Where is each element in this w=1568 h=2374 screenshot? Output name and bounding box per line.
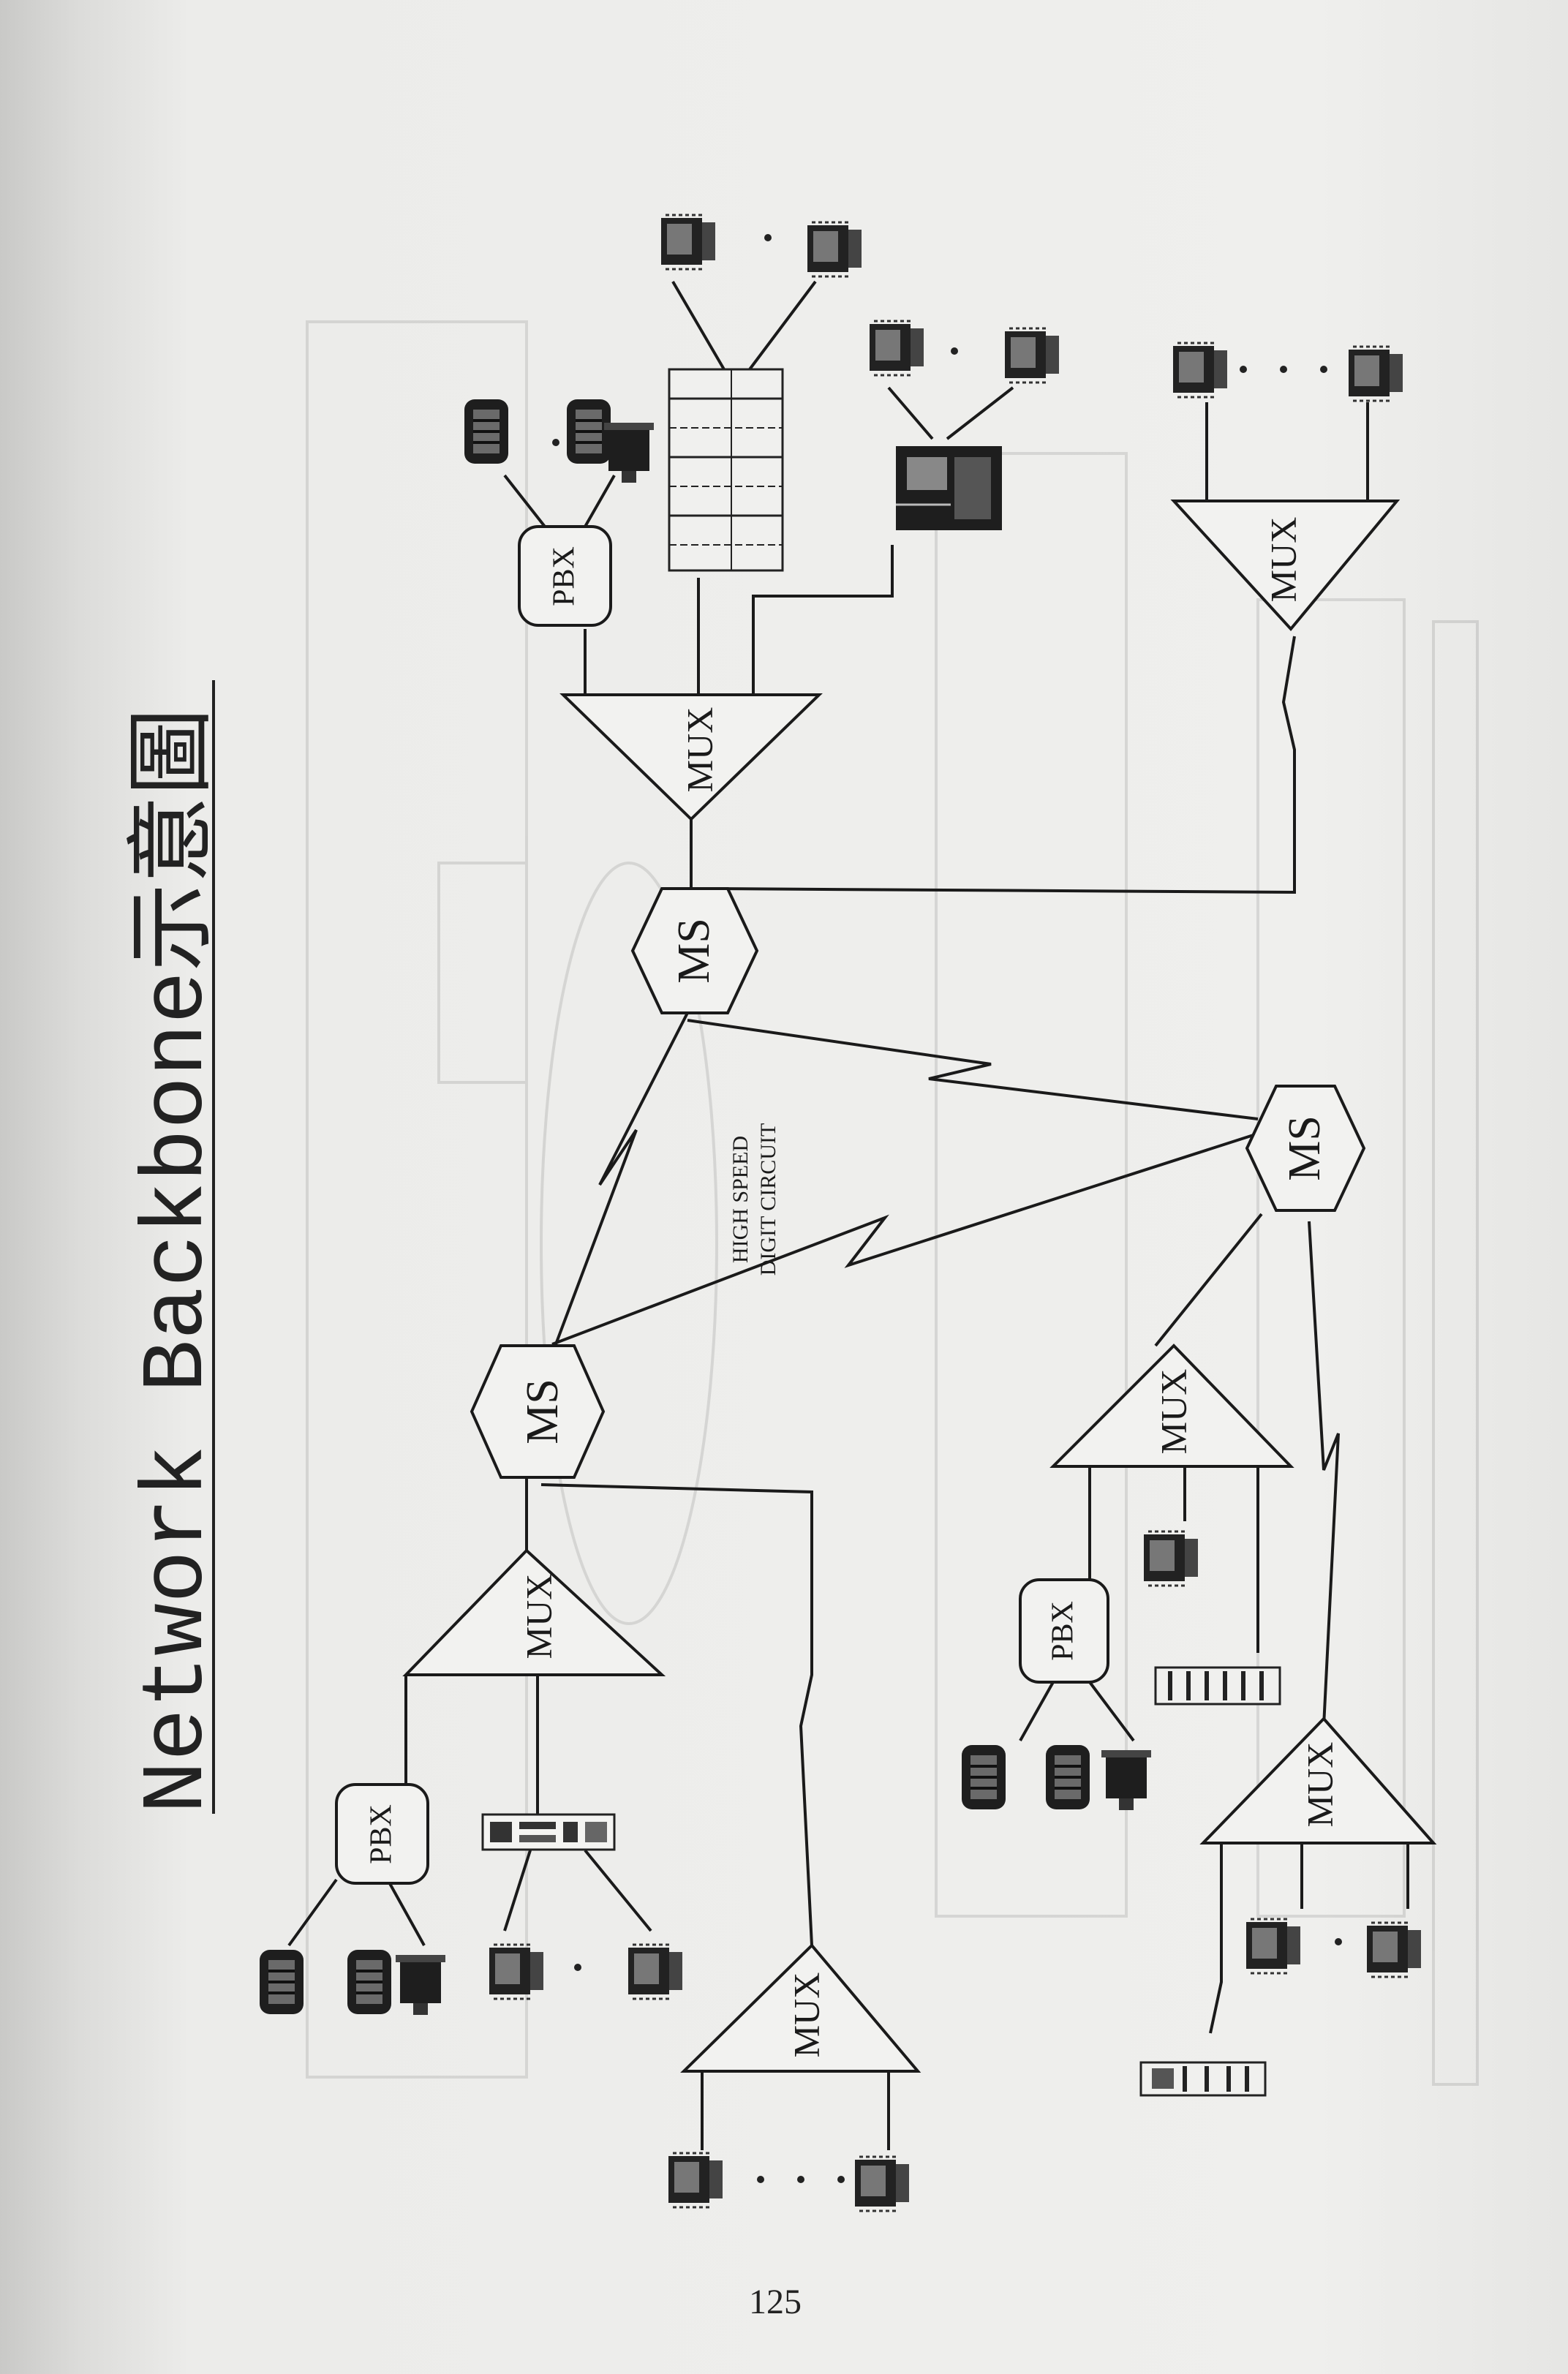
terminal-icon xyxy=(488,1943,545,2000)
printer-icon xyxy=(1139,2061,1267,2097)
network-links xyxy=(287,280,1409,2150)
terminal-icon xyxy=(853,2155,911,2212)
terminal-icon xyxy=(1172,342,1229,399)
link-mux-right-bottom-printer xyxy=(1209,1843,1223,2034)
pbx-label: PBX xyxy=(365,1804,399,1864)
telephone-icon xyxy=(463,398,510,465)
terminal-icon xyxy=(1003,327,1060,384)
pbx-label: PBX xyxy=(1047,1601,1080,1661)
mux-node-top: MUX xyxy=(559,693,823,821)
mux-label: MUX xyxy=(679,707,720,793)
pbx-node-top: PBX xyxy=(518,525,612,627)
terminal-icon xyxy=(1245,1918,1302,1975)
mux-node-right-bottom: MUX xyxy=(1199,1717,1437,1844)
link-ms3-mux-right-bottom xyxy=(1308,1221,1340,1727)
ms-label: MS xyxy=(1280,1115,1330,1181)
ms-node-right: MS xyxy=(1245,1085,1366,1212)
terminal-icon xyxy=(667,2152,724,2209)
link-pbx-right-phone-a xyxy=(1019,1681,1055,1741)
telephone-icon xyxy=(960,1744,1007,1811)
mux-label: MUX xyxy=(518,1574,559,1659)
telephone-icon xyxy=(258,1948,305,2016)
backbone-link-ms2-ms3 xyxy=(687,1019,1259,1120)
link-ms2-mux-right-top xyxy=(709,636,1296,894)
link-ms1-mux-bottom-left xyxy=(540,1483,813,1946)
link-pbx-left-phone-a xyxy=(287,1878,338,1947)
minicomputer-icon xyxy=(481,1813,616,1851)
telephone-icon xyxy=(346,1948,393,2016)
telephone-icon xyxy=(565,398,612,465)
terminal-icon xyxy=(1347,345,1404,402)
link-pbx-top-phone-a xyxy=(503,474,546,528)
pbx-node-right: PBX xyxy=(1019,1578,1109,1684)
terminal-icon xyxy=(868,320,925,377)
ms-node-top: MS xyxy=(630,887,759,1014)
workstation-icon xyxy=(896,446,1002,530)
link-minicomp-terminal-b xyxy=(584,1849,652,1932)
mux-node-bottom-left: MUX xyxy=(680,1943,921,2073)
high-speed-label-line2: DIGIT CIRCUIT xyxy=(756,1123,780,1276)
link-workstation-terminal-b xyxy=(946,386,1014,440)
mux-node-left: MUX xyxy=(402,1548,666,1676)
mux-node-right-mid: MUX xyxy=(1049,1344,1294,1468)
pbx-label: PBX xyxy=(548,546,581,606)
ms-label: MS xyxy=(518,1379,568,1444)
rack-icon xyxy=(1154,1666,1281,1706)
backbone-link-ms1-ms2 xyxy=(554,1012,689,1345)
mainframe-icon xyxy=(668,368,784,572)
terminal-icon xyxy=(627,1943,684,2000)
diagram-title: Network Backbone示意圖 xyxy=(126,708,228,1814)
link-minicomp-terminal-a xyxy=(503,1850,532,1932)
link-mux-top-workstation xyxy=(752,545,894,695)
mux-label: MUX xyxy=(1153,1369,1194,1455)
terminal-icon xyxy=(1142,1530,1199,1587)
link-pbx-left-phone-b xyxy=(386,1879,426,1946)
fax-icon xyxy=(604,423,654,483)
mux-label: MUX xyxy=(1299,1742,1340,1828)
high-speed-label-line1: HIGH SPEED xyxy=(728,1136,753,1263)
device-ellipsis-dots xyxy=(355,234,1342,2183)
backbone-link-ms1-ms3 xyxy=(551,1132,1259,1346)
link-pbx-right-phone-b xyxy=(1088,1681,1135,1742)
fax-icon xyxy=(1101,1750,1151,1810)
link-workstation-terminal-a xyxy=(887,386,934,440)
terminal-icon xyxy=(1365,1921,1422,1978)
link-pbx-top-phone-b xyxy=(584,475,616,527)
link-mainframe-terminal-b xyxy=(748,280,817,371)
mux-label: MUX xyxy=(1262,517,1303,603)
fax-icon xyxy=(396,1955,445,2015)
link-ms3-mux-right-mid xyxy=(1154,1213,1263,1347)
telephone-icon xyxy=(1044,1744,1091,1811)
ms-label: MS xyxy=(669,918,719,984)
ms-node-left: MS xyxy=(470,1344,606,1479)
terminal-icon xyxy=(660,214,717,271)
link-mainframe-terminal-a xyxy=(671,280,725,371)
terminal-icon xyxy=(806,221,863,278)
pbx-node-left: PBX xyxy=(335,1783,429,1885)
page-bleed-through xyxy=(306,320,1479,2086)
page-number: 125 xyxy=(749,2283,802,2321)
mux-label: MUX xyxy=(785,1972,826,2058)
mux-node-right-top: MUX xyxy=(1170,500,1401,632)
